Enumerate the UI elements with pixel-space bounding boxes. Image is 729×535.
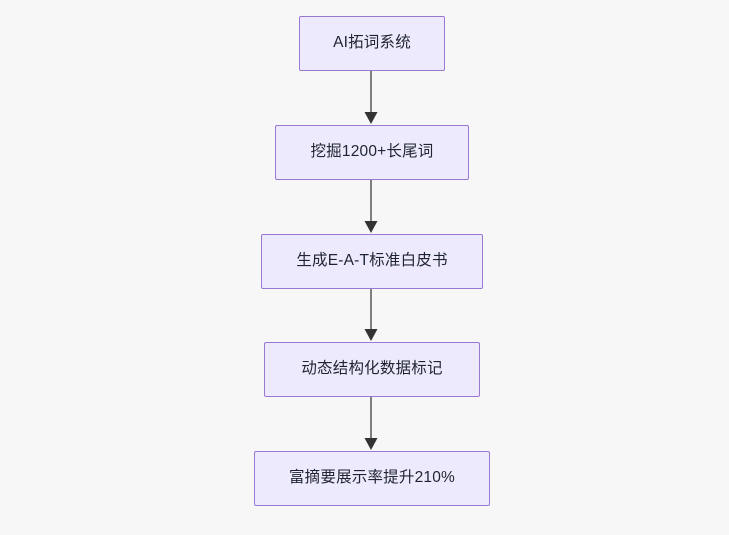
flow-node-rich-snippet-impression-lift[interactable]: 富摘要展示率提升210% (254, 451, 490, 506)
flow-node-ai-keyword-system[interactable]: AI拓词系统 (299, 16, 445, 71)
flow-node-dynamic-structured-data-markup[interactable]: 动态结构化数据标记 (264, 342, 480, 397)
edge-n4-to-n5 (356, 397, 386, 451)
arrowhead-icon (364, 329, 378, 341)
edge-n1-to-n2 (356, 71, 386, 125)
flow-node-generate-eat-whitepaper[interactable]: 生成E-A-T标准白皮书 (261, 234, 483, 289)
flow-node-label: AI拓词系统 (333, 34, 411, 52)
flow-node-label: 动态结构化数据标记 (301, 360, 443, 378)
edge-n3-to-n4 (356, 289, 386, 342)
arrowhead-icon (364, 112, 378, 124)
flow-node-label: 挖掘1200+长尾词 (310, 143, 434, 161)
arrowhead-icon (364, 221, 378, 233)
arrowhead-icon (364, 438, 378, 450)
flow-node-label: 富摘要展示率提升210% (288, 469, 456, 487)
flow-node-label: 生成E-A-T标准白皮书 (296, 252, 448, 270)
flow-node-mine-longtail-keywords[interactable]: 挖掘1200+长尾词 (275, 125, 469, 180)
edge-n2-to-n3 (356, 180, 386, 234)
